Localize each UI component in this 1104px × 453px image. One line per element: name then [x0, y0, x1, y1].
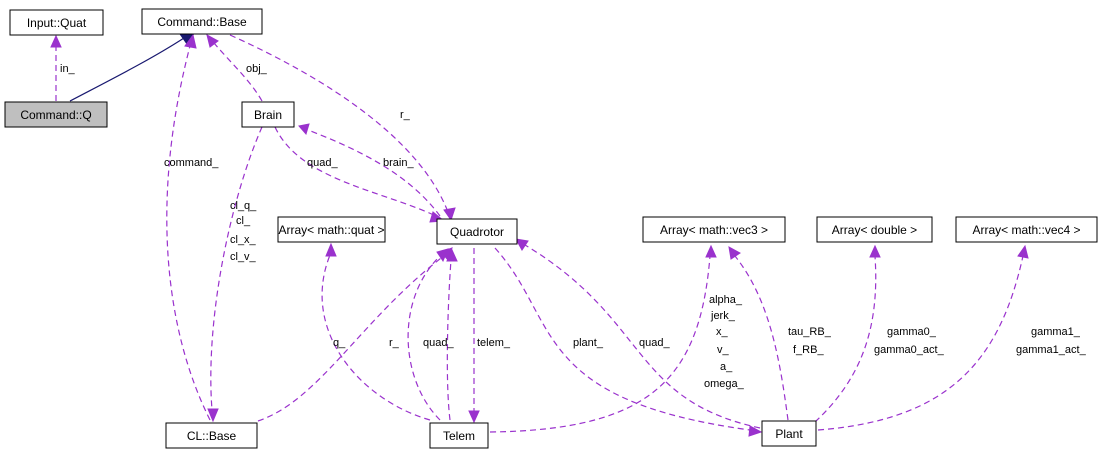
node-label-command-base: Command::Base — [157, 15, 247, 29]
edge-label-jerk: jerk_ — [710, 310, 736, 322]
edge-label-a: a_ — [720, 361, 733, 373]
node-array-double[interactable]: Array< double > — [816, 216, 933, 243]
edge-command: command_ — [164, 33, 219, 421]
node-cl-base[interactable]: CL::Base — [165, 422, 258, 449]
edge-cl: cl_q_ cl_ cl_x_ cl_v_ — [207, 126, 263, 423]
edge-vec3-telem: alpha_ jerk_ x_ v_ a_ omega_ — [489, 244, 745, 433]
node-label-brain: Brain — [254, 108, 282, 122]
edge-label-omega: omega_ — [704, 378, 745, 390]
edge-vec3-plant: tau_RB_ f_RB_ — [728, 246, 832, 421]
node-label-quadrotor: Quadrotor — [450, 225, 504, 239]
edge-label-f-rb: f_RB_ — [793, 344, 824, 356]
node-label-array-vec4: Array< math::vec4 > — [972, 223, 1080, 237]
node-label-telem: Telem — [443, 429, 475, 443]
edge-in: in_ — [50, 34, 76, 101]
node-label-input-quat: Input::Quat — [27, 16, 87, 30]
node-label-plant: Plant — [775, 427, 803, 441]
edge-plant: plant_ — [494, 247, 763, 437]
node-command-base[interactable]: Command::Base — [141, 8, 263, 35]
edge-label-plant: plant_ — [573, 337, 604, 349]
edge-double: gamma0_ gamma0_act_ — [814, 244, 945, 423]
edge-quad-plant: quad_ — [515, 238, 761, 429]
node-label-array-vec3: Array< math::vec3 > — [660, 223, 768, 237]
node-input-quat[interactable]: Input::Quat — [9, 9, 104, 36]
node-array-vec4[interactable]: Array< math::vec4 > — [955, 216, 1098, 243]
edge-vec4: gamma1_ gamma1_act_ — [817, 244, 1087, 431]
edge-telem-quad: r_ quad_ — [389, 248, 458, 421]
node-command-q[interactable]: Command::Q — [4, 101, 108, 128]
edge-cl-quad — [257, 247, 453, 422]
edge-label-cl-x: cl_x_ — [230, 234, 257, 246]
edge-obj: obj_ — [206, 34, 268, 102]
node-telem[interactable]: Telem — [429, 422, 489, 449]
edge-label-gamma1-act: gamma1_act_ — [1016, 344, 1087, 356]
edge-label-command: command_ — [164, 157, 219, 169]
edge-label-cl-v: cl_v_ — [230, 251, 257, 263]
edge-label-alpha: alpha_ — [709, 294, 743, 306]
edge-brain-quad: quad_ brain_ — [274, 123, 446, 223]
edge-label-r-telem: r_ — [389, 337, 400, 349]
edge-label-gamma1: gamma1_ — [1031, 326, 1081, 338]
node-brain[interactable]: Brain — [241, 101, 295, 128]
edge-label-in: in_ — [60, 63, 76, 75]
edge-label-quad-telem: quad_ — [423, 337, 454, 349]
node-label-array-double: Array< double > — [832, 223, 917, 237]
edge-label-q: q_ — [333, 337, 346, 349]
node-array-vec3[interactable]: Array< math::vec3 > — [642, 216, 786, 243]
edge-telem: telem_ — [468, 248, 511, 424]
edge-label-tau-rb: tau_RB_ — [788, 326, 832, 338]
node-array-quat[interactable]: Array< math::quat > — [277, 216, 386, 243]
edge-inheritance — [69, 31, 197, 102]
node-label-command-q: Command::Q — [20, 108, 91, 122]
edge-r-top: r_ — [229, 34, 456, 222]
edge-label-v: v_ — [717, 344, 730, 356]
node-label-cl-base: CL::Base — [187, 429, 237, 443]
edge-label-gamma0: gamma0_ — [887, 326, 937, 338]
edge-label-cl: cl_ — [236, 215, 251, 227]
edge-label-quad-plant: quad_ — [639, 337, 670, 349]
node-quadrotor[interactable]: Quadrotor — [436, 218, 518, 245]
edge-label-r-top: r_ — [400, 109, 411, 121]
edge-label-cl-q: cl_q_ — [230, 200, 257, 212]
edge-label-telem: telem_ — [477, 337, 511, 349]
edge-label-brain: brain_ — [383, 157, 414, 169]
node-label-array-quat: Array< math::quat > — [278, 223, 384, 237]
edge-q: q_ — [321, 242, 431, 421]
edge-label-gamma0-act: gamma0_act_ — [874, 344, 945, 356]
edge-label-quad-brain: quad_ — [307, 157, 338, 169]
edge-label-obj: obj_ — [246, 63, 268, 75]
edge-label-x: x_ — [716, 326, 729, 338]
node-plant[interactable]: Plant — [761, 420, 817, 447]
